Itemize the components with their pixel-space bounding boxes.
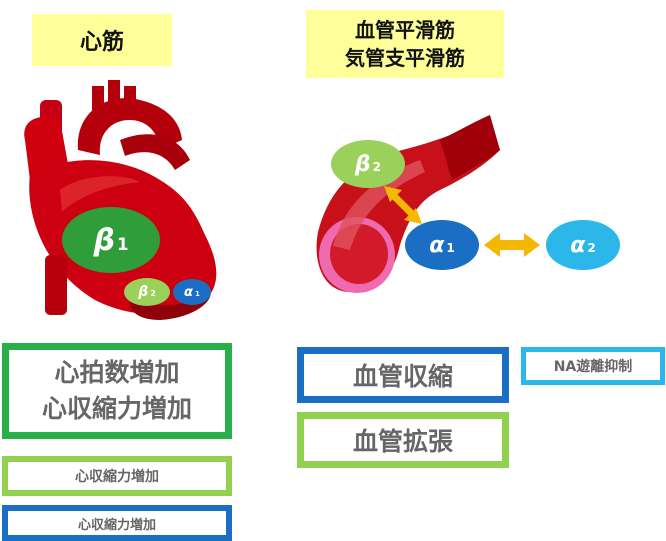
vessel-title-line2: 気管支平滑筋 — [345, 46, 465, 70]
heart-title: 心筋 — [32, 14, 172, 66]
vessel-title: 血管平滑筋 気管支平滑筋 — [306, 10, 504, 78]
arrow-beta2-alpha1 — [384, 186, 422, 224]
alpha2-effect-text: NA遊離抑制 — [553, 359, 633, 375]
vessel-title-line1: 血管平滑筋 — [355, 18, 455, 42]
alpha1-heart-effect-box: 心収縮力増加 — [2, 505, 232, 541]
blood-vessel-illustration — [316, 115, 500, 293]
beta2-vessel-effect-box: 血管拡張 — [297, 412, 509, 468]
beta1-effect-line1: 心拍数増加 — [54, 358, 180, 387]
alpha1-vessel-effect-box: 血管収縮 — [297, 347, 509, 403]
beta1-effect-line2: 心収縮力増加 — [41, 394, 192, 423]
alpha1-heart-effect-text: 心収縮力増加 — [77, 517, 156, 533]
beta2-vessel-effect-text: 血管拡張 — [352, 427, 453, 456]
arrow-alpha1-alpha2 — [484, 233, 540, 257]
heart-title-text: 心筋 — [79, 30, 124, 55]
alpha2-effect-box: NA遊離抑制 — [521, 347, 665, 385]
beta2-heart-effect-box: 心収縮力増加 — [2, 456, 232, 496]
heart-illustration — [24, 80, 217, 320]
beta1-effect-box: 心拍数増加 心収縮力増加 — [2, 343, 232, 439]
beta2-heart-effect-text: 心収縮力増加 — [75, 469, 159, 485]
alpha1-vessel-effect-text: 血管収縮 — [352, 362, 453, 391]
